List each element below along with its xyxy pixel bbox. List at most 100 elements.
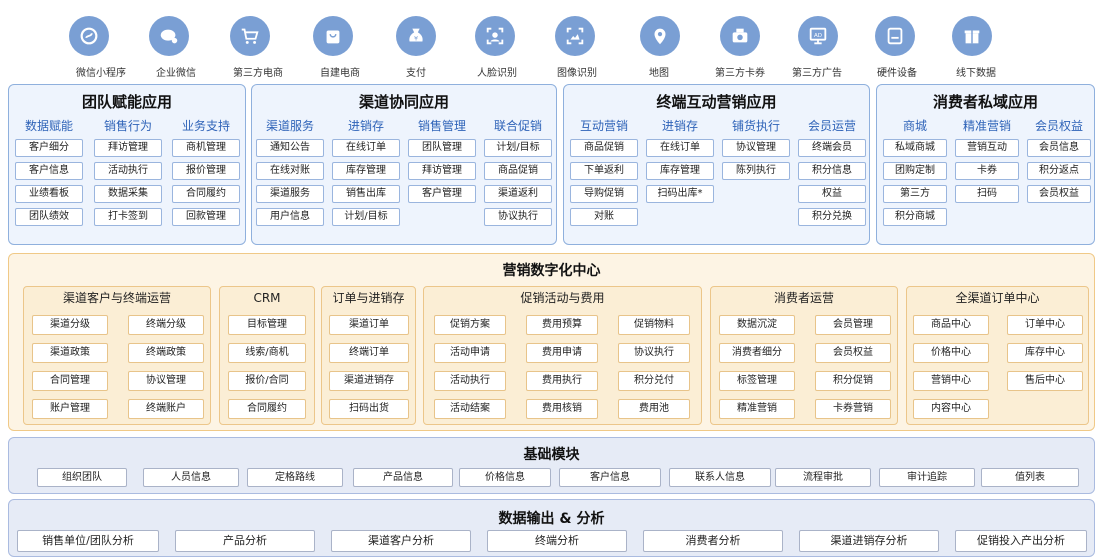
app-item[interactable]: 数据采集 — [94, 185, 162, 203]
coupon-icon[interactable] — [720, 16, 760, 56]
output-item[interactable]: 产品分析 — [175, 530, 315, 552]
output-item[interactable]: 消费者分析 — [643, 530, 783, 552]
app-item[interactable]: 合同履约 — [172, 185, 240, 203]
app-item[interactable]: 团队绩效 — [15, 208, 83, 226]
app-item[interactable]: 会员信息 — [1027, 139, 1091, 157]
app-item[interactable]: 销售出库 — [332, 185, 400, 203]
map-pin-icon[interactable] — [640, 16, 680, 56]
app-item[interactable]: 团购定制 — [883, 162, 947, 180]
app-item[interactable]: 渠道返利 — [484, 185, 552, 203]
app-item[interactable]: 协议执行 — [484, 208, 552, 226]
center-item[interactable]: 会员管理 — [815, 315, 891, 335]
app-item[interactable]: 计划/目标 — [332, 208, 400, 226]
app-item[interactable]: 商品促销 — [570, 139, 638, 157]
basic-item[interactable]: 客户信息 — [559, 468, 661, 487]
center-item[interactable]: 费用核销 — [526, 399, 598, 419]
app-item[interactable]: 拜访管理 — [408, 162, 476, 180]
center-item[interactable]: 费用执行 — [526, 371, 598, 391]
center-item[interactable]: 渠道进销存 — [329, 371, 409, 391]
center-item[interactable]: 费用预算 — [526, 315, 598, 335]
app-item[interactable]: 扫码 — [955, 185, 1019, 203]
center-item[interactable]: 积分兑付 — [618, 371, 690, 391]
app-item[interactable]: 积分商城 — [883, 208, 947, 226]
center-item[interactable]: 协议管理 — [128, 371, 204, 391]
center-item[interactable]: 促销物料 — [618, 315, 690, 335]
app-item[interactable]: 商机管理 — [172, 139, 240, 157]
app-item[interactable]: 营销互动 — [955, 139, 1019, 157]
app-item[interactable]: 活动执行 — [94, 162, 162, 180]
app-item[interactable]: 客户信息 — [15, 162, 83, 180]
basic-item[interactable]: 价格信息 — [459, 468, 551, 487]
center-item[interactable]: 合同履约 — [228, 399, 306, 419]
output-item[interactable]: 渠道进销存分析 — [799, 530, 939, 552]
center-item[interactable]: 活动结案 — [434, 399, 506, 419]
basic-item[interactable]: 产品信息 — [353, 468, 453, 487]
app-item[interactable]: 用户信息 — [256, 208, 324, 226]
hardware-device-icon[interactable] — [875, 16, 915, 56]
center-item[interactable]: 渠道订单 — [329, 315, 409, 335]
output-item[interactable]: 销售单位/团队分析 — [17, 530, 159, 552]
app-item[interactable]: 卡券 — [955, 162, 1019, 180]
app-item[interactable]: 在线订单 — [332, 139, 400, 157]
center-item[interactable]: 目标管理 — [228, 315, 306, 335]
center-item[interactable]: 促销方案 — [434, 315, 506, 335]
app-item[interactable]: 报价管理 — [172, 162, 240, 180]
center-item[interactable]: 积分促销 — [815, 371, 891, 391]
center-item[interactable]: 售后中心 — [1007, 371, 1083, 391]
app-item[interactable]: 第三方 — [883, 185, 947, 203]
center-item[interactable]: 数据沉淀 — [719, 315, 795, 335]
center-item[interactable]: 消费者细分 — [719, 343, 795, 363]
basic-item[interactable]: 审计追踪 — [879, 468, 975, 487]
basic-item[interactable]: 流程审批 — [775, 468, 871, 487]
basic-item[interactable]: 人员信息 — [143, 468, 239, 487]
app-item[interactable]: 在线订单 — [646, 139, 714, 157]
app-item[interactable]: 私域商城 — [883, 139, 947, 157]
center-item[interactable]: 协议执行 — [618, 343, 690, 363]
center-item[interactable]: 报价/合同 — [228, 371, 306, 391]
face-recognition-icon[interactable] — [475, 16, 515, 56]
center-item[interactable]: 费用池 — [618, 399, 690, 419]
app-item[interactable]: 协议管理 — [722, 139, 790, 157]
basic-item[interactable]: 组织团队 — [37, 468, 127, 487]
app-item[interactable]: 回款管理 — [172, 208, 240, 226]
center-item[interactable]: 会员权益 — [815, 343, 891, 363]
app-item[interactable]: 拜访管理 — [94, 139, 162, 157]
app-item[interactable]: 对账 — [570, 208, 638, 226]
center-item[interactable]: 终端订单 — [329, 343, 409, 363]
wecom-chat-icon[interactable] — [149, 16, 189, 56]
app-item[interactable]: 业绩看板 — [15, 185, 83, 203]
basic-item[interactable]: 值列表 — [981, 468, 1079, 487]
app-item[interactable]: 库存管理 — [332, 162, 400, 180]
center-item[interactable]: 账户管理 — [32, 399, 108, 419]
ad-screen-icon[interactable]: AD — [798, 16, 838, 56]
center-item[interactable]: 商品中心 — [913, 315, 989, 335]
output-item[interactable]: 促销投入产出分析 — [955, 530, 1087, 552]
mini-program-icon[interactable] — [69, 16, 109, 56]
center-item[interactable]: 订单中心 — [1007, 315, 1083, 335]
center-item[interactable]: 渠道分级 — [32, 315, 108, 335]
app-item[interactable]: 积分兑换 — [798, 208, 866, 226]
center-item[interactable]: 合同管理 — [32, 371, 108, 391]
output-item[interactable]: 终端分析 — [487, 530, 627, 552]
center-item[interactable]: 标签管理 — [719, 371, 795, 391]
shopping-cart-icon[interactable] — [230, 16, 270, 56]
center-item[interactable]: 扫码出货 — [329, 399, 409, 419]
app-item[interactable]: 会员权益 — [1027, 185, 1091, 203]
app-item[interactable]: 库存管理 — [646, 162, 714, 180]
app-item[interactable]: 积分信息 — [798, 162, 866, 180]
app-item[interactable]: 团队管理 — [408, 139, 476, 157]
app-item[interactable]: 陈列执行 — [722, 162, 790, 180]
center-item[interactable]: 精准营销 — [719, 399, 795, 419]
basic-item[interactable]: 联系人信息 — [669, 468, 771, 487]
center-item[interactable]: 卡券营销 — [815, 399, 891, 419]
app-item[interactable]: 下单返利 — [570, 162, 638, 180]
center-item[interactable]: 库存中心 — [1007, 343, 1083, 363]
center-item[interactable]: 终端分级 — [128, 315, 204, 335]
money-bag-icon[interactable]: ¥ — [396, 16, 436, 56]
basic-item[interactable]: 定格路线 — [247, 468, 343, 487]
app-item[interactable]: 通知公告 — [256, 139, 324, 157]
offline-data-icon[interactable] — [952, 16, 992, 56]
center-item[interactable]: 价格中心 — [913, 343, 989, 363]
app-item[interactable]: 渠道服务 — [256, 185, 324, 203]
app-item[interactable]: 客户管理 — [408, 185, 476, 203]
